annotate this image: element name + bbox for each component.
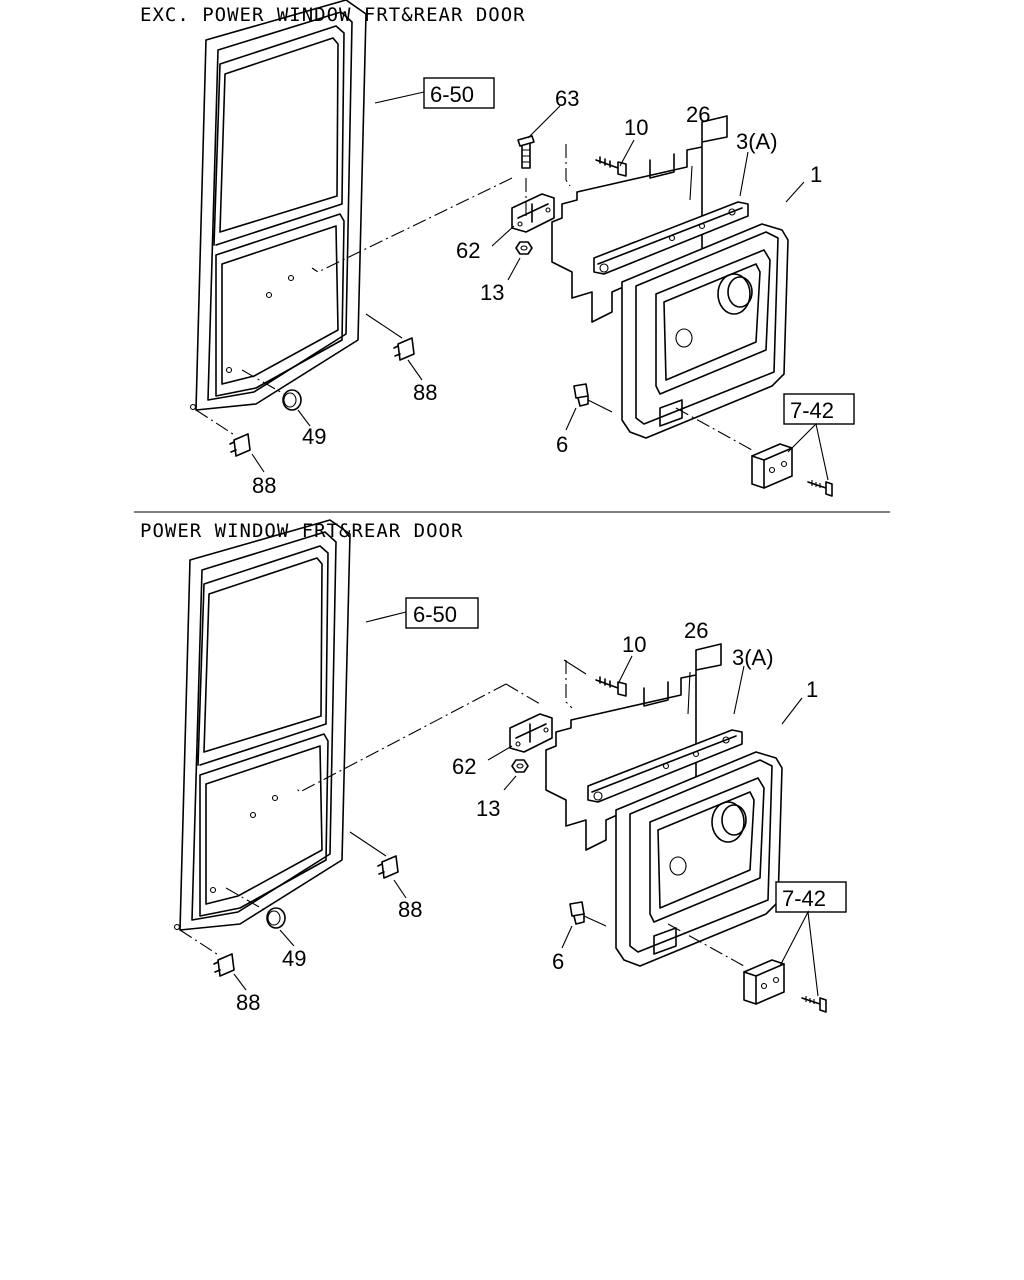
bolt-63 <box>517 135 535 169</box>
clip-88-lower <box>213 953 235 977</box>
section-title: POWER WINDOW FRT&REAR DOOR <box>140 520 463 542</box>
callout-13: 13 <box>476 796 500 821</box>
ref-box-door: 6-50 <box>405 597 479 629</box>
callout-13: 13 <box>480 280 504 305</box>
switch-block <box>751 443 793 489</box>
callout-63: 63 <box>555 86 579 111</box>
callout-1: 1 <box>810 162 822 187</box>
callout-49: 49 <box>282 946 306 971</box>
clip-88-lower <box>229 433 251 457</box>
callout-88-lower: 88 <box>236 990 260 1015</box>
callout-6: 6 <box>556 432 568 457</box>
svg-text:7-42: 7-42 <box>790 398 834 423</box>
callout-3a: 3(A) <box>736 129 778 154</box>
screw <box>807 479 833 497</box>
screw <box>801 995 827 1013</box>
clip-88-upper <box>377 855 399 879</box>
switch-block <box>743 959 785 1005</box>
callout-3a: 3(A) <box>732 645 774 670</box>
nut-13 <box>515 241 533 255</box>
ref-box-switch: 7-42 <box>775 881 847 913</box>
clip-6 <box>569 901 585 925</box>
svg-text:6-50: 6-50 <box>413 602 457 627</box>
trim-panel <box>545 643 783 967</box>
callout-10: 10 <box>622 632 646 657</box>
callout-6: 6 <box>552 949 564 974</box>
section-power-window: POWER WINDOW FRT&REAR DOOR 6-50 10 62 13… <box>140 519 847 1015</box>
callout-88-upper: 88 <box>398 897 422 922</box>
grommet-49 <box>266 907 286 929</box>
ref-box-door: 6-50 <box>423 77 495 109</box>
callout-62: 62 <box>452 754 476 779</box>
bolt-10 <box>595 156 627 177</box>
callout-10: 10 <box>624 115 648 140</box>
callout-88-upper: 88 <box>413 380 437 405</box>
door-shell <box>173 519 351 931</box>
svg-text:7-42: 7-42 <box>782 886 826 911</box>
clip-6 <box>573 383 589 407</box>
callout-88-lower: 88 <box>252 473 276 498</box>
door-shell <box>189 0 367 411</box>
callout-26: 26 <box>686 102 710 127</box>
callout-62: 62 <box>456 238 480 263</box>
bracket-62 <box>509 713 553 753</box>
clip-88-upper <box>393 337 415 361</box>
callout-1: 1 <box>806 677 818 702</box>
bracket-62 <box>511 193 555 233</box>
callout-26: 26 <box>684 618 708 643</box>
bolt-10 <box>595 676 627 697</box>
ref-box-switch: 7-42 <box>783 393 855 425</box>
nut-13 <box>511 759 529 773</box>
svg-text:6-50: 6-50 <box>430 82 474 107</box>
callout-49: 49 <box>302 424 326 449</box>
grommet-49 <box>282 389 302 411</box>
section-exc-power-window: EXC. POWER WINDOW FRT&REAR DOOR 6-50 63 … <box>134 0 890 513</box>
